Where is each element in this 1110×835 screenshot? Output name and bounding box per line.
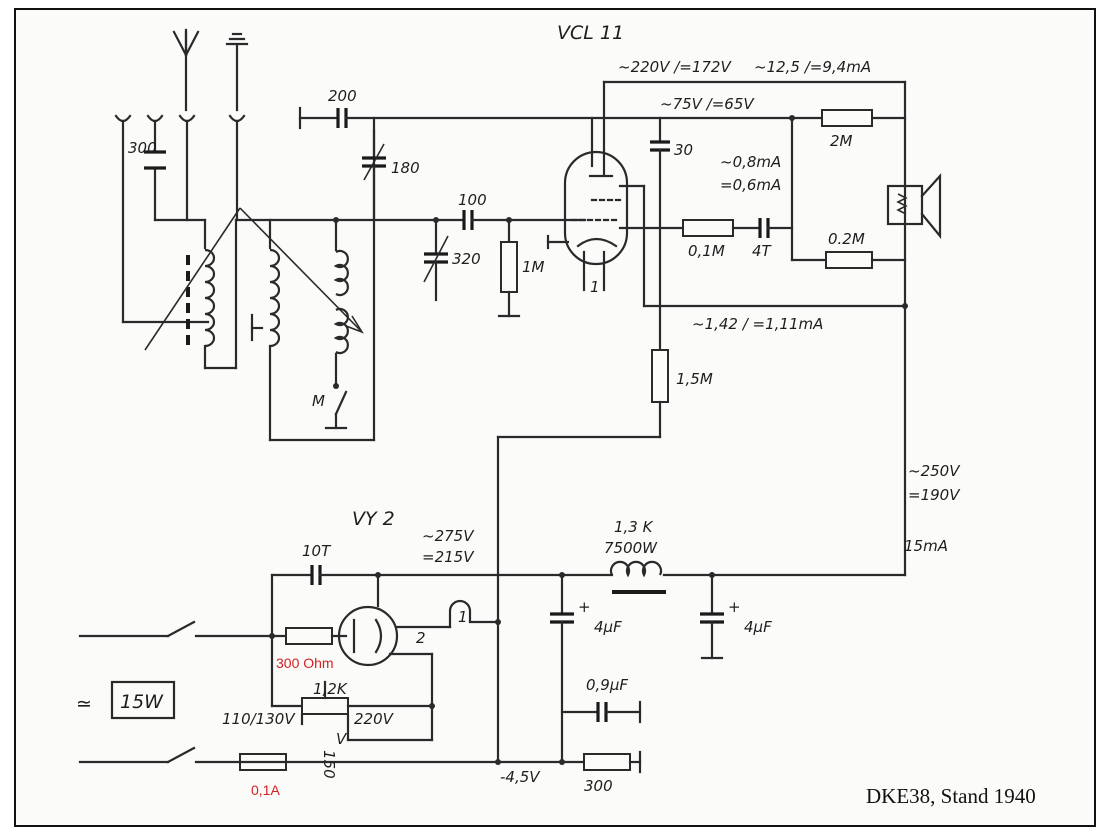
label-screen-voltage: ~75V /=65V (660, 95, 755, 113)
label-vy2: VY 2 (352, 508, 395, 530)
label-cathode-current: ~1,42 / =1,11mA (692, 315, 823, 333)
capacitor-300-antenna (144, 150, 166, 170)
label-bias-voltage: -4,5V (500, 768, 541, 786)
variable-coupling-arrow (144, 207, 364, 351)
label-c-4uf-a: 4µF (594, 618, 622, 636)
label-mains-symbol: ≃ (76, 693, 92, 715)
label-c-grid: 100 (458, 191, 487, 209)
choke-coil (609, 560, 666, 594)
earth-terminal-symbol (225, 32, 249, 112)
label-supply-dc: =190V (908, 486, 961, 504)
capacitor-200 (336, 108, 348, 128)
label-c-screen: 30 (674, 141, 693, 159)
tuning-capacitor-320 (423, 218, 449, 302)
resistor-300-ohm (285, 627, 333, 645)
electrolytic-capacitor-a (550, 573, 574, 764)
label-power: 15W (120, 691, 164, 713)
caption: DKE38, Stand 1940 (866, 784, 1036, 808)
resistor-0-2m (825, 251, 873, 269)
capacitor-10t (310, 565, 322, 585)
label-c-4uf-b: 4µF (744, 618, 772, 636)
label-choke-ind: 7500W (604, 539, 658, 557)
resistor-0-1m (682, 219, 734, 237)
resistor-2m (821, 109, 873, 127)
feedback-coil (324, 218, 349, 430)
capacitor-30 (650, 140, 670, 152)
label-screen-current-dc: =0,6mA (720, 176, 781, 194)
label-c-antenna: 300 (128, 139, 157, 157)
label-r-01m: 0,1M (688, 242, 725, 260)
tube-vcl11 (546, 80, 629, 292)
label-c-trim: 180 (391, 159, 420, 177)
capacitor-4t (758, 218, 770, 238)
label-rect-voltage-dc: =215V (422, 548, 475, 566)
input-sockets (114, 114, 246, 324)
resistor-1m (500, 241, 518, 293)
label-plus-b: + (728, 598, 741, 616)
power-rating-box (110, 680, 176, 720)
resistor-1-2k (301, 697, 349, 715)
label-r-bias: 1,5M (676, 370, 713, 388)
antenna-symbol (172, 28, 200, 112)
label-vcl11-plate: ~220V /=172V (618, 58, 732, 76)
speaker-icon (886, 173, 942, 240)
diagram-frame (14, 8, 1096, 827)
switch-lower (166, 746, 196, 764)
label-c-4t: 4T (752, 242, 773, 260)
label-r-02m: 0.2M (828, 230, 865, 248)
label-c-coupling: 200 (328, 87, 357, 105)
label-c-09uf: 0,9µF (586, 676, 628, 694)
label-tap-low: 110/130V (222, 710, 296, 728)
label-tap-150-unit: V (336, 730, 348, 748)
label-heater-pin: 1 (590, 278, 600, 296)
label-vcl11: VCL 11 (557, 22, 624, 44)
label-supply-ac: ~250V (908, 462, 961, 480)
resistor-1-5m (651, 349, 669, 403)
label-switch-m: M (312, 392, 325, 410)
label-rect-pin-1: 1 (458, 608, 468, 626)
label-r-300ohm: 300 Ohm (276, 655, 334, 671)
label-r-grid: 1M (522, 258, 545, 276)
tube-vy2 (337, 573, 500, 742)
electrolytic-capacitor-b (700, 573, 724, 660)
label-c-10t: 10T (302, 542, 332, 560)
label-r-2m: 2M (830, 132, 853, 150)
switch-upper (166, 620, 196, 638)
label-vcl11-current: ~12,5 /=9,4mA (754, 58, 871, 76)
antenna-coil (186, 218, 238, 370)
label-tap-150: 150 (320, 750, 338, 779)
resistor-300 (583, 753, 631, 771)
label-choke-res: 1,3 K (614, 518, 654, 536)
label-supply-current: 15mA (904, 537, 948, 555)
label-tap-high: 220V (354, 710, 395, 728)
capacitor-100-grid (462, 210, 474, 230)
label-screen-current-ac: ~0,8mA (720, 153, 781, 171)
grid-coil (250, 218, 281, 442)
label-r-300: 300 (584, 777, 613, 795)
label-rect-voltage-ac: ~275V (422, 527, 475, 545)
capacitor-0-9uf (596, 702, 608, 722)
label-fuse: 0,1A (251, 782, 280, 798)
label-r-12k: 1,2K (313, 680, 348, 698)
label-plus-a: + (578, 598, 591, 616)
label-c-tune: 320 (452, 250, 481, 268)
label-rect-pin-2: 2 (416, 629, 426, 647)
